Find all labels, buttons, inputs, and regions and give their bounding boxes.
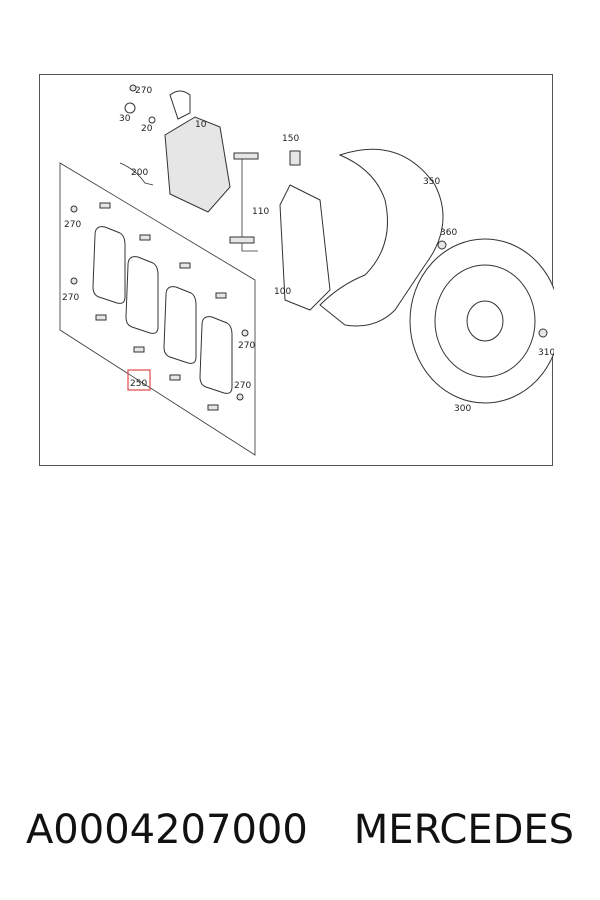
exploded-brake-diagram: 270 30 20 10 200 270 270 150 110 100 350… [39,74,554,466]
screw-310 [538,328,548,338]
wear-sensor [119,162,154,186]
pad-clip [139,234,151,241]
pad-clip [207,404,219,411]
caliper-carrier [279,184,331,311]
bolt-270 [70,277,78,285]
caliper-bracket-top [169,90,191,120]
group-bracket-110 [241,155,258,252]
brake-disc-hub [466,300,504,342]
callout-270: 270 [234,381,251,391]
highlight-250 [127,369,151,391]
callout-200: 200 [131,168,148,178]
bolt-270 [241,329,249,337]
callout-30: 30 [119,114,131,124]
bolt-270 [70,205,78,213]
callout-10: 10 [195,120,207,130]
pad-clip [95,314,107,321]
bolt-20 [148,116,156,124]
pad-clip [179,262,191,269]
guide-bolt [233,152,259,160]
bolt-270 [129,84,137,92]
callout-270: 270 [62,293,79,303]
brake-pad-4 [199,316,233,394]
part-number: A0004207000 [25,807,308,853]
diagram-drawing: 270 30 20 10 200 270 270 150 110 100 350… [59,84,554,456]
pad-kit-outline [59,162,256,456]
callout-310: 310 [538,348,554,358]
callout-150: 150 [282,134,299,144]
brake-caliper [164,116,231,213]
callout-110: 110 [252,207,269,217]
pad-clip [215,292,227,299]
pad-clip [169,374,181,381]
callout-360: 360 [440,228,457,238]
callout-100: 100 [274,287,291,297]
guide-bolt [229,236,255,244]
callout-300: 300 [454,404,471,414]
callout-20: 20 [141,124,153,134]
bolt-360 [437,240,447,250]
callout-270: 270 [135,86,152,96]
pad-clip [99,202,111,209]
bolt-150 [289,150,301,166]
callout-250: 250 [130,379,147,389]
part-caption: A0004207000 MERCEDES [0,805,600,855]
pad-clip [133,346,145,353]
brake-pad-1 [92,226,126,304]
bolt-270 [236,393,244,401]
callout-270: 270 [238,341,255,351]
cap-30 [124,102,136,114]
callout-270: 270 [64,220,81,230]
callout-350: 350 [423,177,440,187]
brand-name: MERCEDES [353,807,575,853]
brake-pad-3 [163,286,197,364]
brake-pad-2 [125,256,159,334]
splash-shield [319,148,444,327]
